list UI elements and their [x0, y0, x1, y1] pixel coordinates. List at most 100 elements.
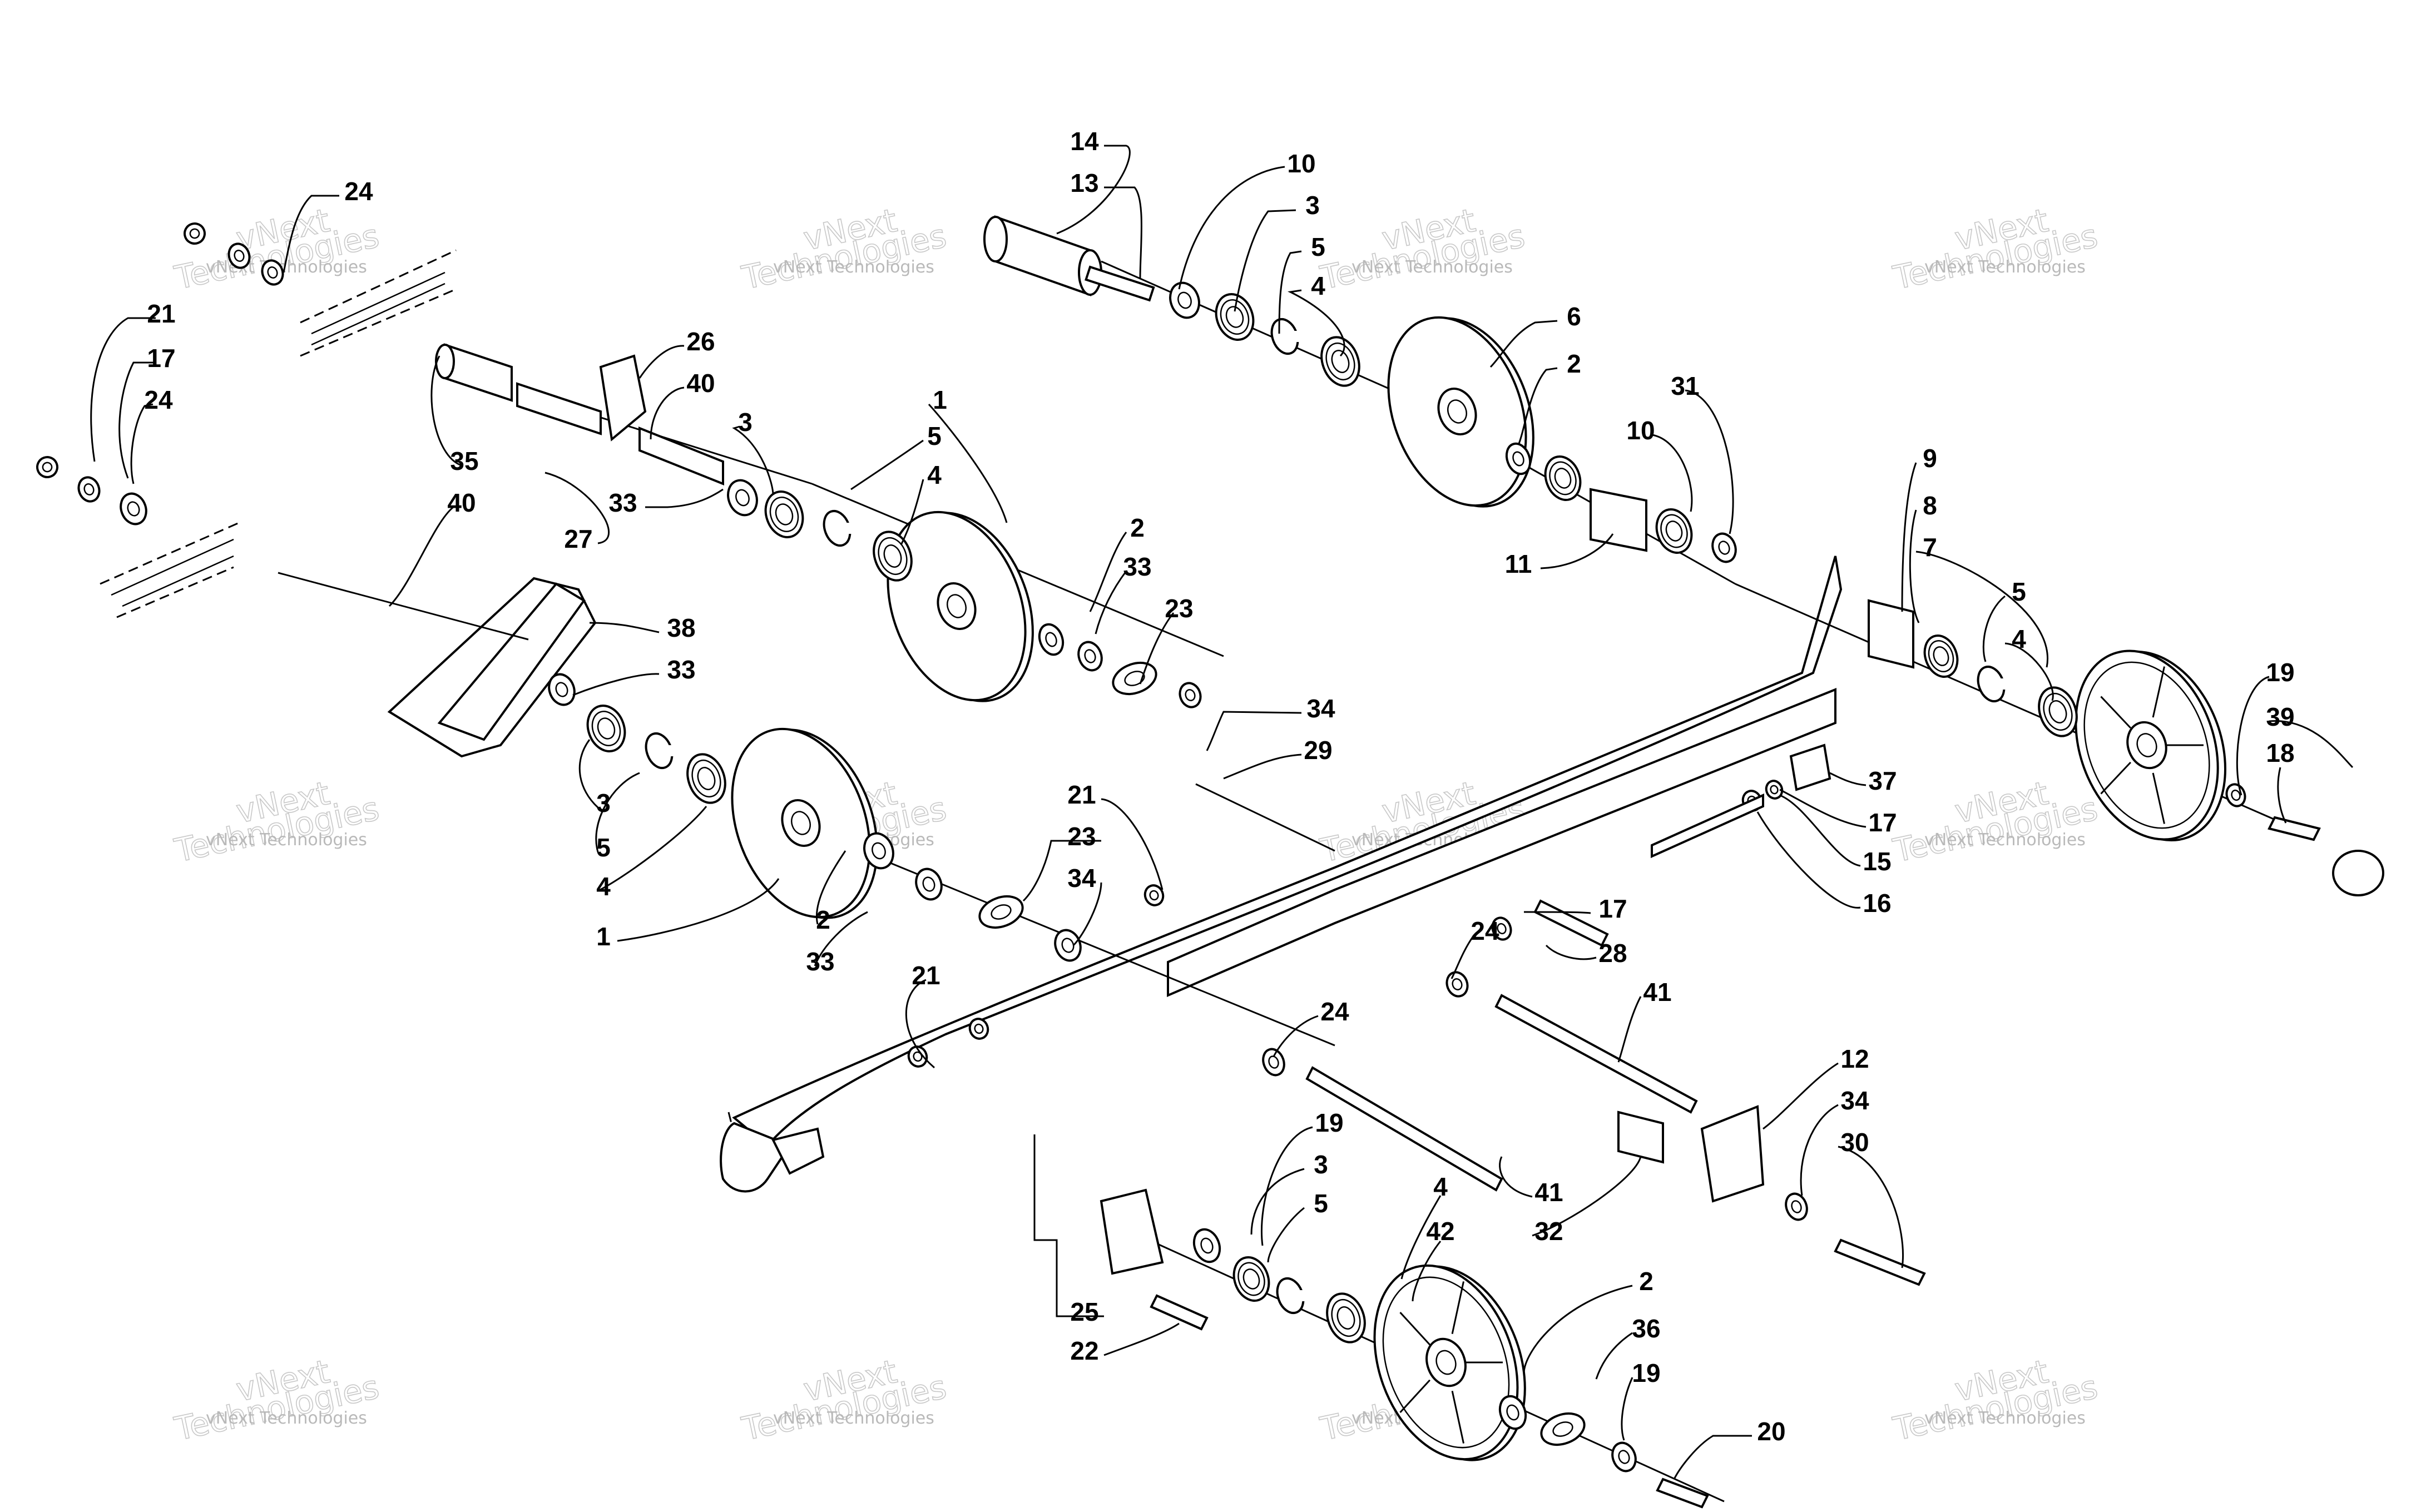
washer-part — [1179, 682, 1202, 708]
callout-label-34: 34 — [1840, 1086, 1869, 1115]
callout-label-33: 33 — [806, 947, 834, 976]
callout-leader-17 — [1523, 911, 1591, 914]
callout-label-24: 24 — [144, 385, 173, 414]
callout-label-21: 21 — [1067, 780, 1096, 809]
callout-leader-25 — [1033, 1134, 1104, 1317]
washer-part — [863, 832, 894, 870]
idler-wheel-7 — [2075, 650, 2226, 842]
callout-leader-42 — [1412, 1241, 1442, 1302]
bearing-part — [1544, 455, 1582, 501]
callout-leader-23 — [1022, 840, 1101, 902]
callout-label-24: 24 — [1471, 916, 1499, 945]
shaft-40-lower — [278, 572, 529, 641]
spacer-11 — [1590, 488, 1647, 552]
callout-label-17: 17 — [1598, 894, 1627, 923]
bolt-18 — [2268, 816, 2321, 841]
watermark-text: vNext Technologies — [1924, 830, 2086, 850]
callout-leader-39 — [2269, 720, 2354, 769]
washer-part — [227, 242, 251, 269]
callout-label-23: 23 — [1165, 594, 1193, 623]
callout-leader-6 — [1489, 320, 1558, 368]
bearing-part — [1232, 1256, 1270, 1302]
callout-label-31: 31 — [1671, 371, 1699, 400]
washer-part — [727, 479, 758, 517]
callout-label-37: 37 — [1868, 766, 1897, 795]
spacer-32 — [1617, 1111, 1664, 1164]
callout-leader-41 — [1499, 1156, 1533, 1198]
callout-leader-9 — [1901, 462, 1917, 612]
callout-leader-10 — [1178, 166, 1285, 290]
callout-label-34: 34 — [1067, 864, 1096, 893]
nut-part — [1143, 884, 1165, 906]
washer-part — [915, 867, 943, 901]
bolt-16 — [1651, 793, 1764, 859]
callout-leader-4 — [1400, 1195, 1442, 1280]
callout-label-17: 17 — [1868, 808, 1897, 837]
callout-leader-41 — [1617, 996, 1642, 1063]
callout-label-4: 4 — [596, 872, 611, 901]
callout-label-33: 33 — [1123, 552, 1151, 581]
callout-leader-24 — [1273, 1015, 1319, 1057]
watermark-text: vNext Technologies — [1351, 257, 1513, 277]
washer-part — [1445, 971, 1469, 998]
callout-label-23: 23 — [1067, 822, 1096, 851]
callout-label-4: 4 — [1433, 1172, 1448, 1201]
callout-label-30: 30 — [1840, 1128, 1869, 1157]
callout-label-8: 8 — [1923, 491, 1937, 520]
callout-label-1: 1 — [933, 385, 947, 414]
callout-label-19: 19 — [1315, 1108, 1343, 1137]
callout-leader-3 — [732, 425, 774, 495]
callout-label-41: 41 — [1534, 1178, 1563, 1207]
bearing-part — [686, 753, 726, 804]
bolts — [1150, 793, 2321, 1509]
callout-label-3: 3 — [738, 408, 752, 437]
nut-part — [36, 456, 58, 478]
watermark-text: vNext Technologies — [773, 1409, 934, 1428]
bearing-part — [1655, 508, 1693, 554]
watermark-text: vNext Technologies — [773, 257, 934, 277]
callout-label-5: 5 — [596, 833, 611, 862]
callout-leader-17 — [118, 361, 156, 479]
watermark-text: vNext Technologies — [206, 830, 367, 850]
callout-label-24: 24 — [1320, 997, 1349, 1026]
spacer-part — [978, 895, 1024, 929]
washer-part — [1077, 641, 1103, 672]
callout-leader-22 — [1103, 1322, 1180, 1356]
callout-label-12: 12 — [1840, 1044, 1869, 1073]
callout-leader-3 — [1250, 1168, 1305, 1235]
ring-part — [1276, 1277, 1307, 1314]
callout-leader-7 — [1915, 551, 2049, 668]
callout-label-19: 19 — [1632, 1359, 1660, 1387]
washer-part — [1054, 929, 1082, 962]
cap-18 — [2332, 850, 2384, 896]
spacer-35 — [435, 343, 724, 485]
callout-label-15: 15 — [1863, 847, 1891, 876]
callout-leader-26 — [638, 345, 685, 379]
washer-part — [1505, 442, 1532, 475]
spacer-14 — [983, 215, 1155, 302]
callout-leader-18 — [2277, 767, 2287, 824]
callout-leader-3 — [1234, 209, 1296, 312]
callout-leader-4 — [2004, 642, 2054, 701]
callout-label-14: 14 — [1070, 127, 1099, 156]
bearing-part — [1923, 634, 1959, 678]
callout-leader-19 — [1621, 1377, 1633, 1441]
washer-part — [261, 259, 284, 286]
callout-label-4: 4 — [927, 460, 942, 489]
callout-leader-32 — [1532, 1156, 1642, 1237]
callout-leader-5 — [1982, 595, 2006, 662]
callout-label-3: 3 — [596, 789, 611, 817]
callout-leader-31 — [1685, 389, 1734, 534]
washer-part — [1611, 1441, 1637, 1473]
callout-leader-4 — [900, 479, 924, 546]
callout-leader-20 — [1673, 1435, 1752, 1480]
watermark-text: vNext Technologies — [1924, 257, 2086, 277]
bracket-12 — [1700, 1105, 1765, 1203]
callout-leader-30 — [1838, 1146, 1904, 1268]
nut-part — [184, 222, 206, 245]
callout-leader-2 — [1089, 532, 1127, 612]
callout-leader-13 — [1104, 186, 1142, 279]
